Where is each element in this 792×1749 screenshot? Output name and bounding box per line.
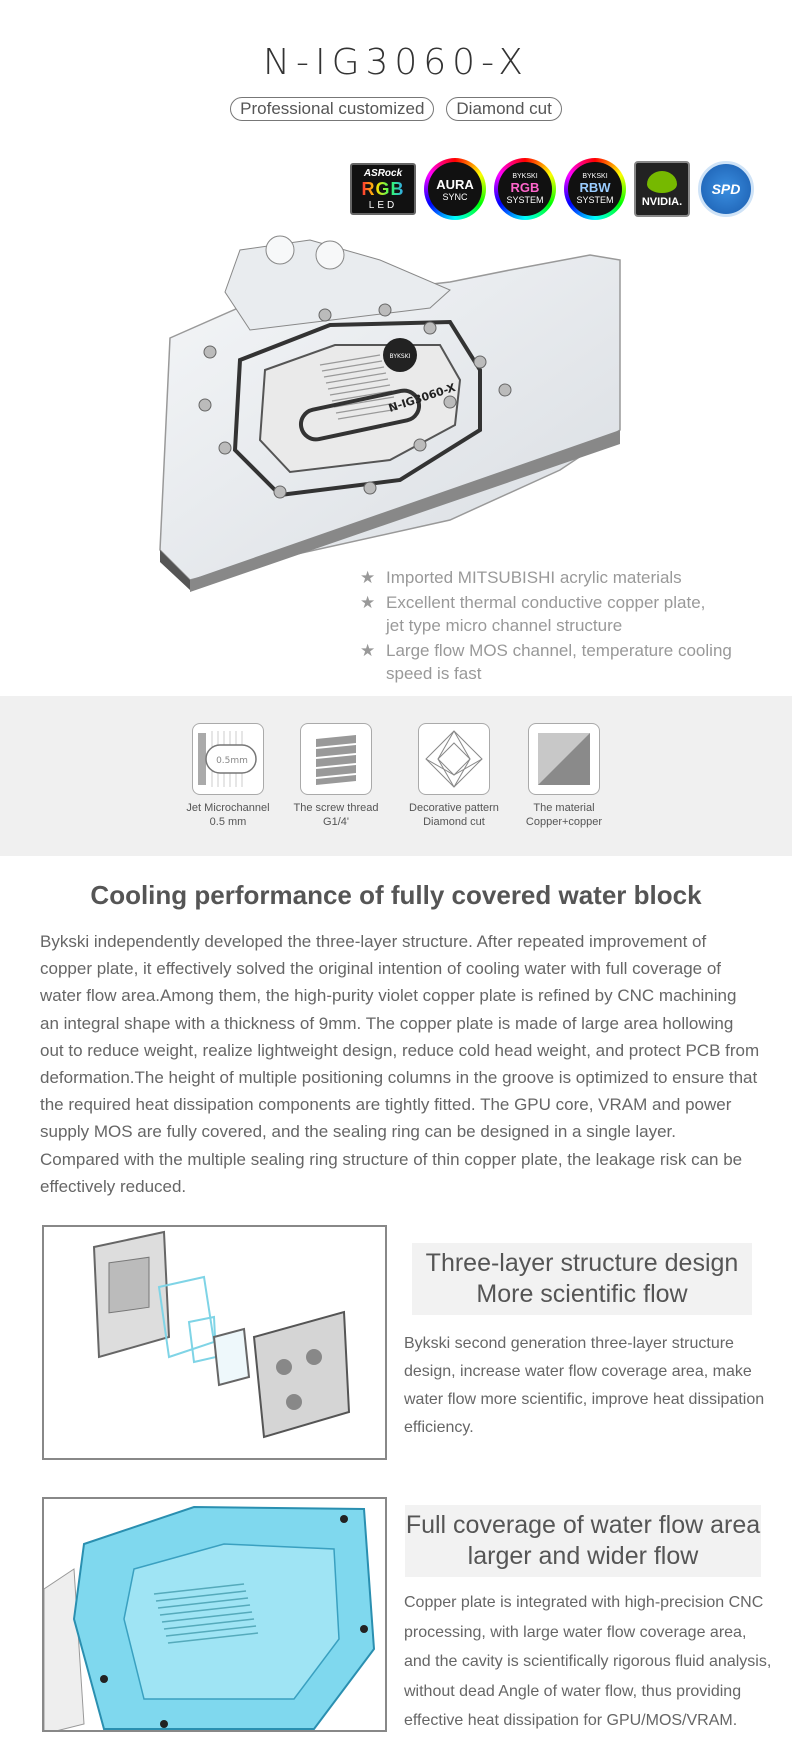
micro-channel-fins (319, 354, 399, 420)
tag-pills: Professional customized Diamond cut (0, 97, 792, 121)
spec-label: The screw thread (293, 802, 379, 814)
bykski-rgb-text: RGB (510, 180, 540, 195)
section-heading: Cooling performance of fully covered wat… (90, 880, 702, 910)
bykski-rgb-system: SYSTEM (506, 195, 544, 205)
feature2-title-box: Full coverage of water flow area larger … (405, 1505, 761, 1577)
star-icon: ★ (360, 641, 376, 660)
feature1-text: Bykski second generation three-layer str… (404, 1335, 765, 1436)
spec-value: Copper+copper (525, 816, 603, 828)
water-flow-image (42, 1497, 387, 1732)
bykski-rgb-brand: BYKSKI (512, 173, 538, 180)
aura-sync-text: SYNC (442, 191, 468, 202)
spec-label: The material (533, 802, 595, 814)
asrock-brand: ASRock (363, 167, 403, 179)
feature-list: ★ Imported MITSUBISHI acrylic materials … (360, 566, 732, 687)
nvidia-eye-icon (647, 170, 677, 193)
spec-material: The material Copper+copper (504, 723, 624, 829)
feature-text: Excellent thermal conductive copper plat… (386, 593, 706, 612)
spec-microchannel: 0.5mm Jet Microchannel 0.5 mm (168, 723, 288, 829)
feature2-title-line1: Full coverage of water flow area (405, 1511, 761, 1539)
water-flow-illustration (44, 1505, 376, 1730)
water-block-image: BYKSKI N-IG3060-X (159, 235, 621, 592)
feature-text: Large flow MOS channel, temperature cool… (386, 641, 732, 660)
diamond-icon (425, 730, 483, 788)
feature-text-continued: jet type micro channel structure (386, 616, 623, 635)
tag-diamond-cut: Diamond cut (446, 97, 562, 121)
aura-sync-logo: AURA SYNC (424, 158, 486, 220)
star-icon: ★ (360, 568, 376, 587)
star-icon: ★ (360, 593, 376, 612)
microchannel-icon-text: 0.5mm (216, 756, 248, 766)
feature1-title-line2: More scientific flow (476, 1280, 688, 1308)
spec-value: 0.5 mm (209, 816, 247, 828)
tag-professional-customized: Professional customized (230, 97, 435, 121)
feature1-title-line1: Three-layer structure design (425, 1249, 739, 1277)
microchannel-icon: 0.5mm (198, 731, 257, 787)
spec-diamond: Decorative pattern Diamond cut (394, 723, 514, 829)
feature1-title-box: Three-layer structure design More scient… (412, 1243, 752, 1315)
material-icon (538, 733, 590, 785)
feature-item: ★ Imported MITSUBISHI acrylic materials (360, 566, 732, 589)
three-layer-image (42, 1225, 387, 1460)
bykski-rbw-text: RBW (579, 180, 611, 195)
spd-text: SPD (711, 181, 741, 197)
feature2-text: Copper plate is integrated with high-pre… (404, 1594, 772, 1729)
asrock-rgb-text: RGB (361, 178, 405, 199)
nvidia-logo: NVIDIA. (634, 161, 690, 217)
product-title: N-IG3060-X (263, 42, 529, 83)
spec-value: Diamond cut (423, 816, 485, 828)
bykski-rgb-logo: BYKSKI RGB SYSTEM (494, 158, 556, 220)
bykski-rbw-system: SYSTEM (576, 195, 614, 205)
spec-screw-thread: The screw thread G1/4' (276, 723, 396, 829)
exploded-layers-illustration (92, 1230, 351, 1439)
feature2-title-line2: larger and wider flow (467, 1542, 699, 1570)
spec-band (0, 696, 792, 856)
feature-text-continued: speed is fast (386, 664, 482, 683)
screw-posts (198, 303, 512, 499)
feature-text: Imported MITSUBISHI acrylic materials (386, 568, 682, 587)
spec-value: G1/4' (323, 816, 349, 828)
feature-item: ★ Excellent thermal conductive copper pl… (360, 591, 732, 637)
bykski-badge (383, 338, 417, 372)
spec-label: Decorative pattern (409, 802, 499, 814)
asrock-rgb-logo: ASRock RGB LED (350, 163, 416, 215)
feature-item: ★ Large flow MOS channel, temperature co… (360, 639, 732, 685)
asrock-led-text: LED (368, 199, 398, 211)
aura-text: AURA (436, 176, 474, 192)
bykski-rbw-logo: BYKSKI RBW SYSTEM (564, 158, 626, 220)
nvidia-text: NVIDIA. (641, 195, 683, 208)
badge-text: BYKSKI (390, 353, 411, 360)
bykski-rbw-brand: BYKSKI (582, 173, 608, 180)
spd-logo: SPD (698, 161, 754, 217)
section-paragraph: Bykski independently developed the three… (40, 932, 760, 1196)
screw-thread-icon (316, 735, 356, 785)
compatibility-logos: ASRock RGB LED AURA SYNC BYKSKI RGB SYST… (350, 158, 754, 220)
spec-label: Jet Microchannel (186, 802, 270, 814)
